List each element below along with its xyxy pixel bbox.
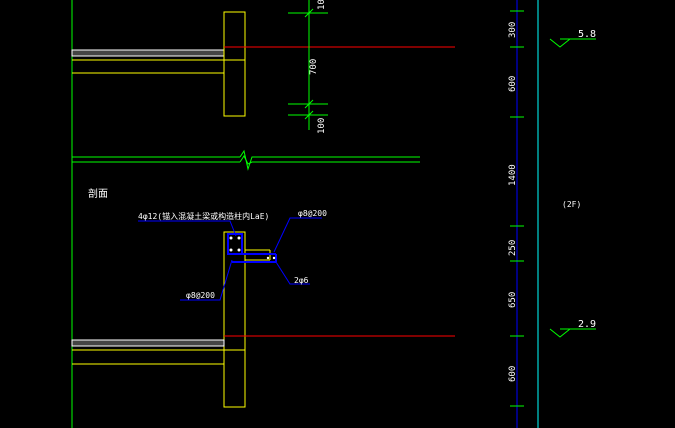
dim-right-650: 650 (508, 292, 518, 308)
rebar-detail (227, 233, 277, 263)
bars-main-note: 4φ12(锚入混凝土梁或构造柱内LaE) (138, 211, 269, 221)
level-triangle-icon (549, 38, 596, 48)
dim-right-250: 250 (508, 240, 518, 256)
break-line-icon (72, 149, 420, 171)
dimension-left (288, 0, 328, 130)
bars-small-note: 2φ6 (294, 276, 309, 285)
stirrup-top-note: φ8@200 (298, 209, 327, 218)
dim-right-1400: 1400 (508, 164, 518, 186)
lower-wall (223, 231, 271, 408)
stirrup-left-note: φ8@200 (186, 291, 215, 300)
dim-left-700: 700 (309, 59, 319, 75)
upper-wall (223, 11, 246, 117)
dim-left-100: 100 (317, 118, 327, 134)
level-upper: 5.8 (578, 29, 596, 40)
rebar-dots (229, 236, 276, 260)
level-triangle-icon-lower (549, 328, 596, 338)
dimension-right-ticks (510, 10, 524, 407)
level-lower: 2.9 (578, 319, 596, 330)
lower-slab (71, 339, 225, 365)
upper-slab (71, 49, 225, 74)
dim-right-600b: 600 (508, 366, 518, 382)
section-label: 剖面 (88, 187, 108, 200)
floor-tag: (2F) (562, 200, 581, 209)
dim-right-600: 600 (508, 76, 518, 92)
leader-lines (138, 217, 322, 301)
dim-right-300: 300 (508, 22, 518, 38)
dim-left-10: 10 (317, 0, 327, 10)
